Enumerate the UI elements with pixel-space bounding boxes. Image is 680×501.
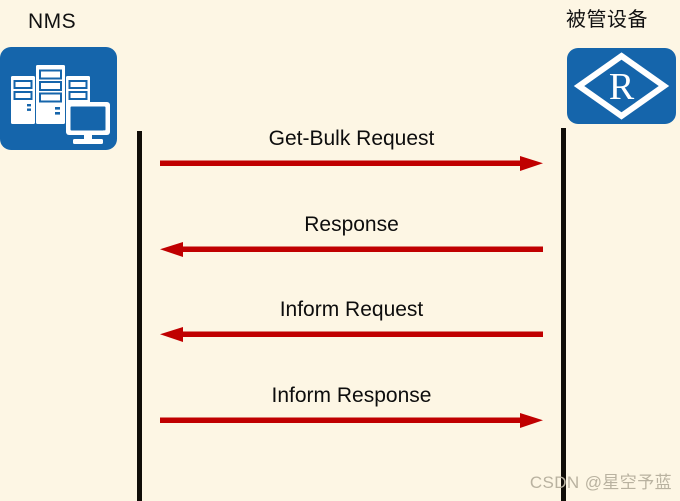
message-label: Response [304, 213, 399, 236]
lifeline-nms [137, 131, 142, 501]
message-row: Inform Response [160, 383, 543, 429]
message-label: Inform Request [279, 298, 424, 321]
actor-label-device: 被管设备 [566, 9, 648, 31]
arrow-right-icon [160, 155, 543, 172]
message-label: Inform Response [271, 384, 432, 407]
message-row: Response [160, 212, 543, 258]
message-label: Get-Bulk Request [268, 127, 435, 150]
servers-and-monitor-icon [0, 47, 117, 150]
actor-label-nms: NMS [28, 10, 77, 33]
message-row: Get-Bulk Request [160, 126, 543, 172]
arrow-left-icon [160, 241, 543, 258]
message-row: Inform Request [160, 297, 543, 343]
arrow-right-icon [160, 412, 543, 429]
lifeline-device [561, 128, 566, 501]
watermark-text: CSDN @星空予蓝 [529, 473, 672, 492]
svg-text:R: R [609, 66, 635, 108]
arrow-left-icon [160, 326, 543, 343]
router-diamond-r-icon: R [567, 48, 676, 124]
